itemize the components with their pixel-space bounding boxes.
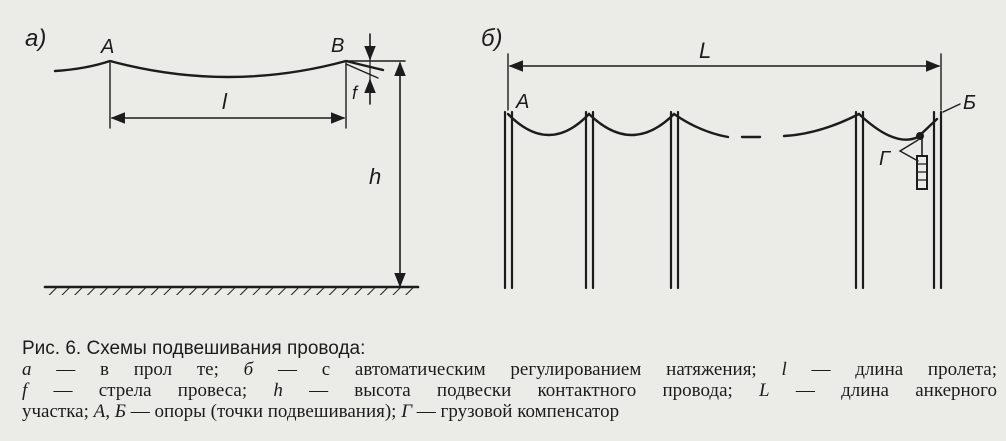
caption-line-2: f — стрела провеса; h — высота подвески … [22,380,997,401]
support-b-leader [942,103,961,113]
caption-line-3: участка; А, Б — опоры (точки подвешивани… [22,401,620,422]
compensator-label: Г [879,148,892,170]
support-b-label: В [331,35,344,57]
panel-a: а) А В l f h [25,25,420,295]
support-a-label: А [100,36,114,58]
panel-b-label: б) [481,25,503,52]
compensator-leader [898,139,919,162]
wire-span-a [53,59,385,79]
sag-label: f [352,83,359,103]
ground-hatching [45,288,418,295]
wire-suspension-diagram: а) А В l f h б) L [25,25,976,295]
caption-line-1: а — в прол те; б — с автоматическим регу… [22,359,998,380]
wire-spans-b [506,112,730,139]
support-b-b-label: Б [963,92,976,114]
pole-1 [503,110,514,290]
pole-4 [854,110,865,290]
wire-tail [345,63,379,79]
height-label: h [369,164,381,189]
anchor-length-label: L [699,38,711,63]
pole-2 [584,110,595,290]
caption-title: Рис. 6. Схемы подвешивания провода: [22,338,366,359]
figure-caption: Рис. 6. Схемы подвешивания провода: а — … [22,338,997,422]
panel-a-label: а) [25,25,46,52]
pole-5 [932,110,943,290]
wire-break-dashes [740,112,861,139]
support-a-b-label: А [515,91,529,113]
span-label: l [222,89,228,114]
wire-to-compensator [857,112,939,141]
panel-b: б) L [481,25,976,290]
pole-3 [669,110,680,290]
